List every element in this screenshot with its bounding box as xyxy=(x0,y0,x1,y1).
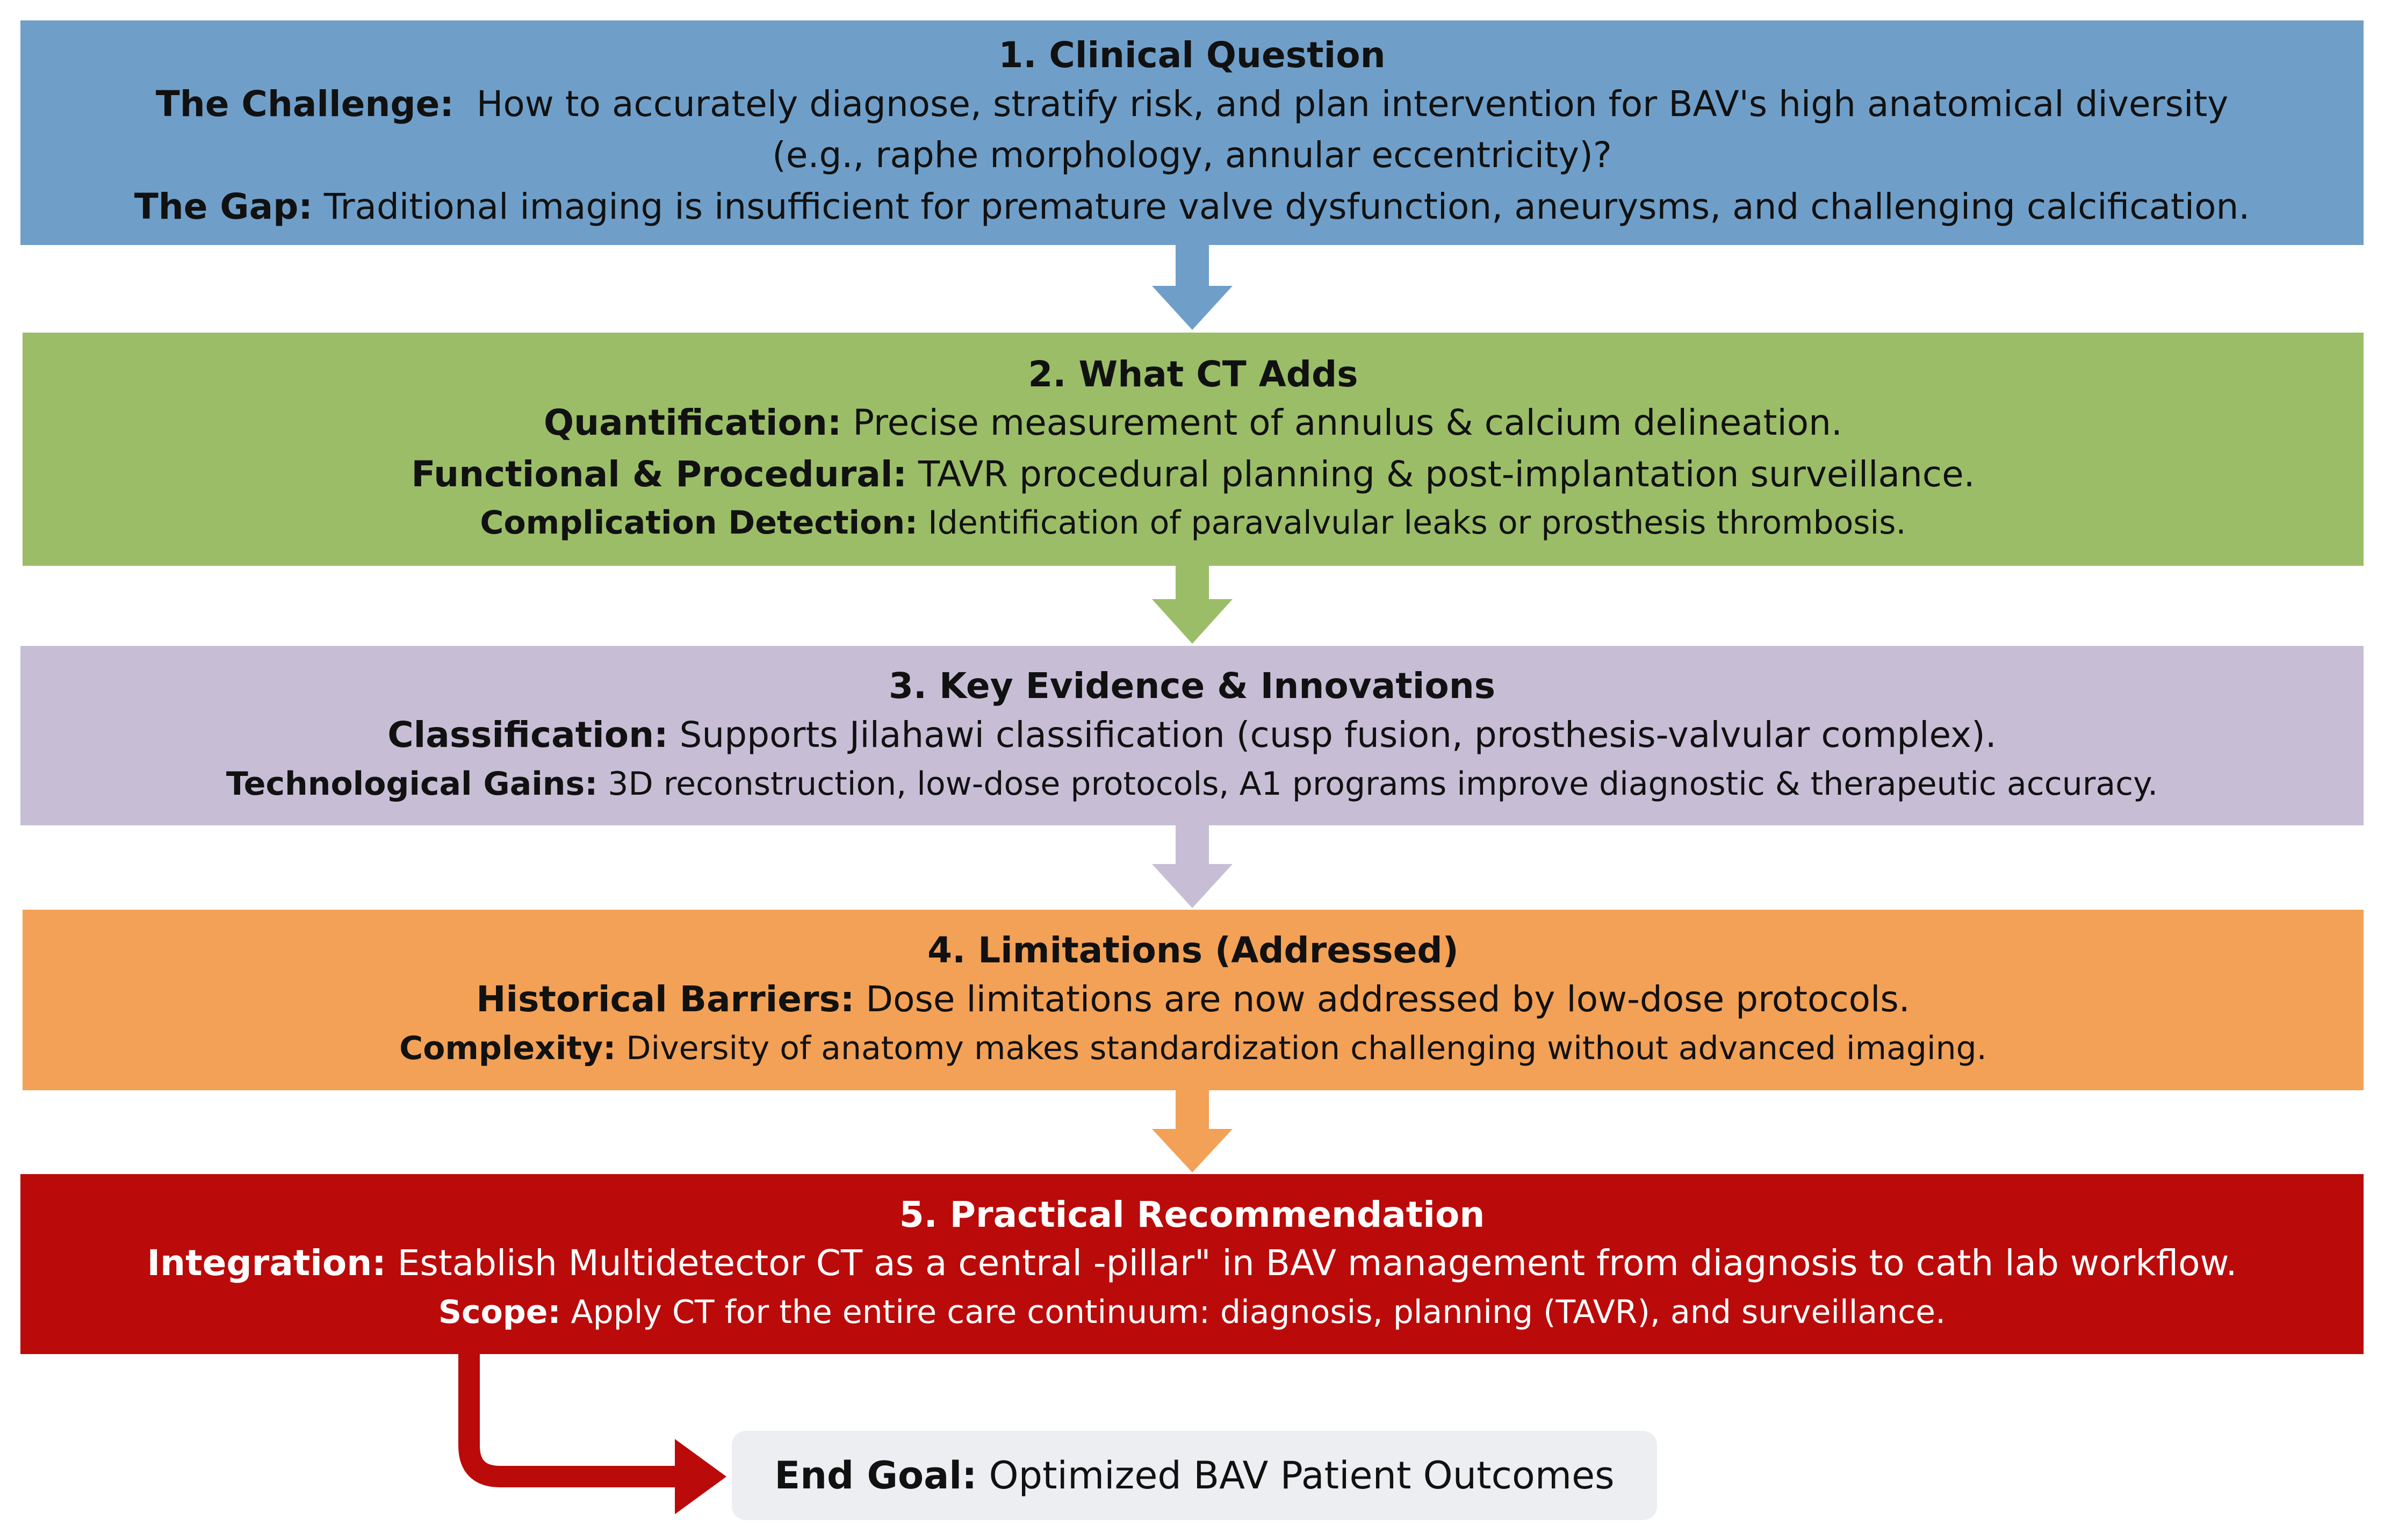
end-goal-label: End Goal: xyxy=(774,1453,977,1498)
line-label: Complexity: xyxy=(399,1029,616,1067)
step-title: 5. Practical Recommendation xyxy=(899,1193,1485,1235)
arrow-1-to-2 xyxy=(1152,245,1233,330)
step-line: Quantification: Precise measurement of a… xyxy=(544,397,1842,449)
line-label: Integration: xyxy=(147,1242,386,1284)
line-text: TAVR procedural planning & post-implanta… xyxy=(906,453,1975,495)
line-text: Precise measurement of annulus & calcium… xyxy=(841,402,1842,444)
line-label: The Challenge: xyxy=(155,83,454,125)
line-label: Functional & Procedural: xyxy=(411,453,907,495)
line-text: Apply CT for the entire care continuum: … xyxy=(560,1293,1946,1332)
arrow-2-to-3 xyxy=(1152,566,1233,644)
step-line: The Gap: Traditional imaging is insuffic… xyxy=(134,181,2250,233)
end-goal-text: Optimized BAV Patient Outcomes xyxy=(977,1453,1615,1498)
step-line: Integration: Establish Multidetector CT … xyxy=(147,1237,2237,1289)
step-title: 3. Key Evidence & Innovations xyxy=(888,665,1496,707)
line-text: 3D reconstruction, low-dose protocols, A… xyxy=(597,765,2158,803)
line-text: Supports Jilahawi classification (cusp f… xyxy=(668,714,1997,755)
step-limitations: 4. Limitations (Addressed) Historical Ba… xyxy=(23,910,2364,1090)
step-line: Classification: Supports Jilahawi classi… xyxy=(387,709,1997,761)
line-text: Identification of paravalvular leaks or … xyxy=(918,504,1906,542)
step-clinical-question: 1. Clinical Question The Challenge: How … xyxy=(20,20,2364,245)
line-text: (e.g., raphe morphology, annular eccentr… xyxy=(772,134,1612,176)
step-line: The Challenge: How to accurately diagnos… xyxy=(156,78,2229,130)
line-label: Technological Gains: xyxy=(226,765,598,803)
step-key-evidence: 3. Key Evidence & Innovations Classifica… xyxy=(20,646,2364,825)
step-line: Technological Gains: 3D reconstruction, … xyxy=(226,761,2158,808)
line-text: Diversity of anatomy makes standardizati… xyxy=(616,1029,1987,1067)
step-title: 2. What CT Adds xyxy=(1028,353,1358,395)
step-line: (e.g., raphe morphology, annular eccentr… xyxy=(772,129,1612,181)
line-text: Traditional imaging is insufficient for … xyxy=(312,186,2250,228)
arrow-5-to-end-goal xyxy=(458,1354,726,1514)
end-goal-box: End Goal: Optimized BAV Patient Outcomes xyxy=(732,1431,1657,1520)
arrow-4-to-5 xyxy=(1152,1090,1233,1172)
step-line: Complication Detection: Identification o… xyxy=(480,500,1906,546)
line-label: Historical Barriers: xyxy=(476,978,855,1020)
step-line: Complexity: Diversity of anatomy makes s… xyxy=(399,1025,1987,1072)
step-what-ct-adds: 2. What CT Adds Quantification: Precise … xyxy=(23,333,2364,566)
line-label: The Gap: xyxy=(134,186,313,228)
line-label: Scope: xyxy=(438,1293,561,1332)
line-label: Quantification: xyxy=(544,402,842,444)
arrow-3-to-4 xyxy=(1152,825,1233,908)
line-text: Establish Multidetector CT as a central … xyxy=(386,1242,2237,1284)
step-line: Historical Barriers: Dose limitations ar… xyxy=(476,974,1910,1025)
line-text: Dose limitations are now addressed by lo… xyxy=(854,978,1910,1020)
step-line: Scope: Apply CT for the entire care cont… xyxy=(438,1289,1946,1336)
line-text: How to accurately diagnose, stratify ris… xyxy=(453,83,2229,125)
line-label: Classification: xyxy=(387,714,668,755)
step-title: 1. Clinical Question xyxy=(998,34,1386,76)
line-label: Complication Detection: xyxy=(480,504,918,542)
step-practical-recommendation: 5. Practical Recommendation Integration:… xyxy=(20,1174,2364,1354)
step-title: 4. Limitations (Addressed) xyxy=(927,930,1459,972)
step-line: Functional & Procedural: TAVR procedural… xyxy=(411,449,1975,500)
